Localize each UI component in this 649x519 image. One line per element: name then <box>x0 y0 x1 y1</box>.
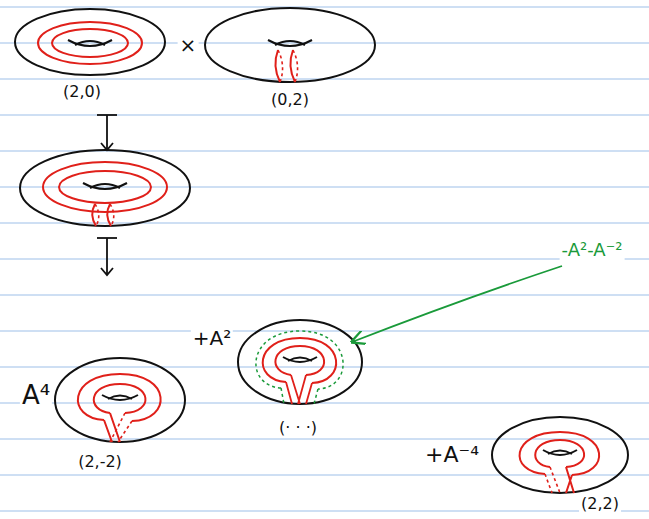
math-label: × <box>178 34 199 56</box>
math-label: +A⁻⁴ <box>423 443 481 467</box>
math-label: A⁴ <box>20 381 52 410</box>
ruled-lines <box>0 7 649 511</box>
callout-label: -A²-A⁻² <box>560 240 625 260</box>
math-label: (2,-2) <box>76 453 124 471</box>
math-label: (· · ·) <box>277 419 319 437</box>
callout-arrow <box>352 266 562 342</box>
math-label: +A² <box>191 327 233 349</box>
torus-2-0 <box>15 9 165 75</box>
torus-2-neg2 <box>55 358 185 442</box>
maps-to-arrow <box>97 238 117 275</box>
math-label: (2,0) <box>61 83 103 101</box>
maps-to-arrow <box>97 115 117 150</box>
math-label: (2,2) <box>579 495 621 513</box>
torus-0-2 <box>205 8 375 82</box>
torus-2-2 <box>492 417 628 493</box>
torus-product <box>20 150 190 226</box>
math-label: (0,2) <box>269 91 311 109</box>
torus-smoothing <box>238 320 362 404</box>
